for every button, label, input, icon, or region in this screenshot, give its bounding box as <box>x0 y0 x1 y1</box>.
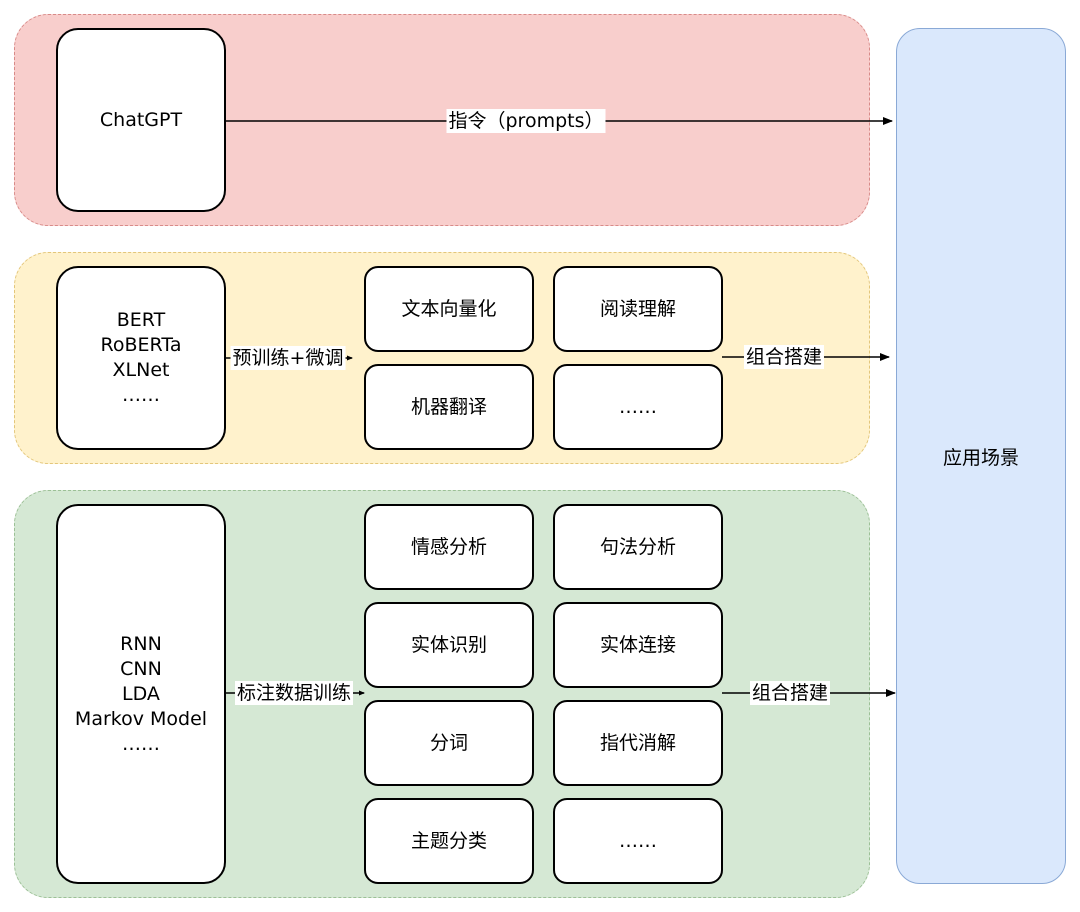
labeled-training-label: 标注数据训练 <box>234 681 354 705</box>
task-label: 主题分类 <box>410 829 487 852</box>
task-label: 实体连接 <box>599 633 676 656</box>
task-box[interactable]: 分词 <box>364 700 534 786</box>
model-name: RoBERTa <box>100 334 182 356</box>
task-label: …… <box>619 829 657 852</box>
chatgpt-model-box[interactable]: ChatGPT <box>56 28 226 212</box>
model-name: RNN <box>120 632 162 655</box>
task-box[interactable]: 情感分析 <box>364 504 534 590</box>
task-label: 句法分析 <box>599 535 676 558</box>
task-box[interactable]: 主题分类 <box>364 798 534 884</box>
task-label: 情感分析 <box>410 535 487 558</box>
task-box[interactable]: 实体识别 <box>364 602 534 688</box>
model-name: Markov Model <box>74 707 208 730</box>
task-box[interactable]: …… <box>553 798 723 884</box>
task-box[interactable]: 句法分析 <box>553 504 723 590</box>
model-ellipsis: …… <box>122 384 160 406</box>
tier2-combine-label: 组合搭建 <box>743 345 825 369</box>
chatgpt-label: ChatGPT <box>99 108 183 131</box>
task-box[interactable]: 指代消解 <box>553 700 723 786</box>
model-ellipsis: …… <box>121 732 160 755</box>
task-label: 机器翻译 <box>410 395 487 418</box>
task-label: 指代消解 <box>599 731 676 754</box>
model-name: XLNet <box>112 359 170 381</box>
task-box[interactable]: …… <box>553 364 723 450</box>
task-box[interactable]: 文本向量化 <box>364 266 534 352</box>
tier3-combine-label: 组合搭建 <box>749 681 831 705</box>
application-scene-label: 应用场景 <box>942 446 1019 469</box>
task-label: 实体识别 <box>410 633 487 656</box>
model-name: CNN <box>120 657 162 680</box>
pretrain-finetune-label: 预训练+微调 <box>230 346 346 370</box>
task-label: …… <box>619 395 657 418</box>
traditional-models-box[interactable]: RNN CNN LDA Markov Model …… <box>56 504 226 884</box>
pretrained-models-box[interactable]: BERT RoBERTa XLNet …… <box>56 266 226 450</box>
application-scene-box[interactable]: 应用场景 <box>896 28 1066 884</box>
task-label: 分词 <box>429 731 468 754</box>
model-name: LDA <box>122 682 160 705</box>
task-label: 阅读理解 <box>599 297 676 320</box>
task-box[interactable]: 实体连接 <box>553 602 723 688</box>
model-name: BERT <box>116 309 166 331</box>
task-label: 文本向量化 <box>401 297 497 320</box>
task-box[interactable]: 机器翻译 <box>364 364 534 450</box>
prompt-edge-label: 指令（prompts） <box>446 109 606 133</box>
task-box[interactable]: 阅读理解 <box>553 266 723 352</box>
